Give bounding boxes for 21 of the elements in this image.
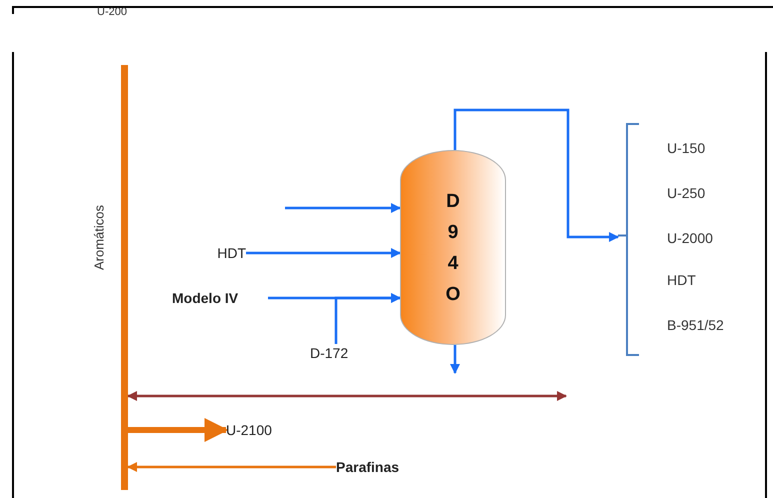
flow-arrow <box>334 293 401 344</box>
stream-label: Modelo IV <box>172 288 268 308</box>
flow-arrow <box>454 108 619 242</box>
flow-arrow <box>127 391 567 401</box>
unit-label: U-150 <box>667 139 706 157</box>
stream-label: Aromáticos <box>92 204 106 272</box>
stream-label: D-172 <box>310 344 362 362</box>
stream-label: HDT <box>200 243 246 263</box>
stream-label: Parafinas <box>336 458 426 476</box>
unit-label: U-2000 <box>667 229 713 247</box>
unit-label: HDT <box>667 271 696 289</box>
stream-label: U-2100 <box>226 421 290 439</box>
unit-label: U-200 <box>97 6 127 18</box>
flow-arrow <box>127 462 336 472</box>
unit-label: B-951/52 <box>667 316 724 334</box>
flow-arrow <box>450 345 460 374</box>
flow-arrow <box>285 203 401 213</box>
vessel-tag: D 9 4 O <box>444 186 462 310</box>
flow-arrow <box>128 418 228 442</box>
flow-arrow <box>246 248 401 258</box>
unit-label: U-250 <box>667 184 706 202</box>
